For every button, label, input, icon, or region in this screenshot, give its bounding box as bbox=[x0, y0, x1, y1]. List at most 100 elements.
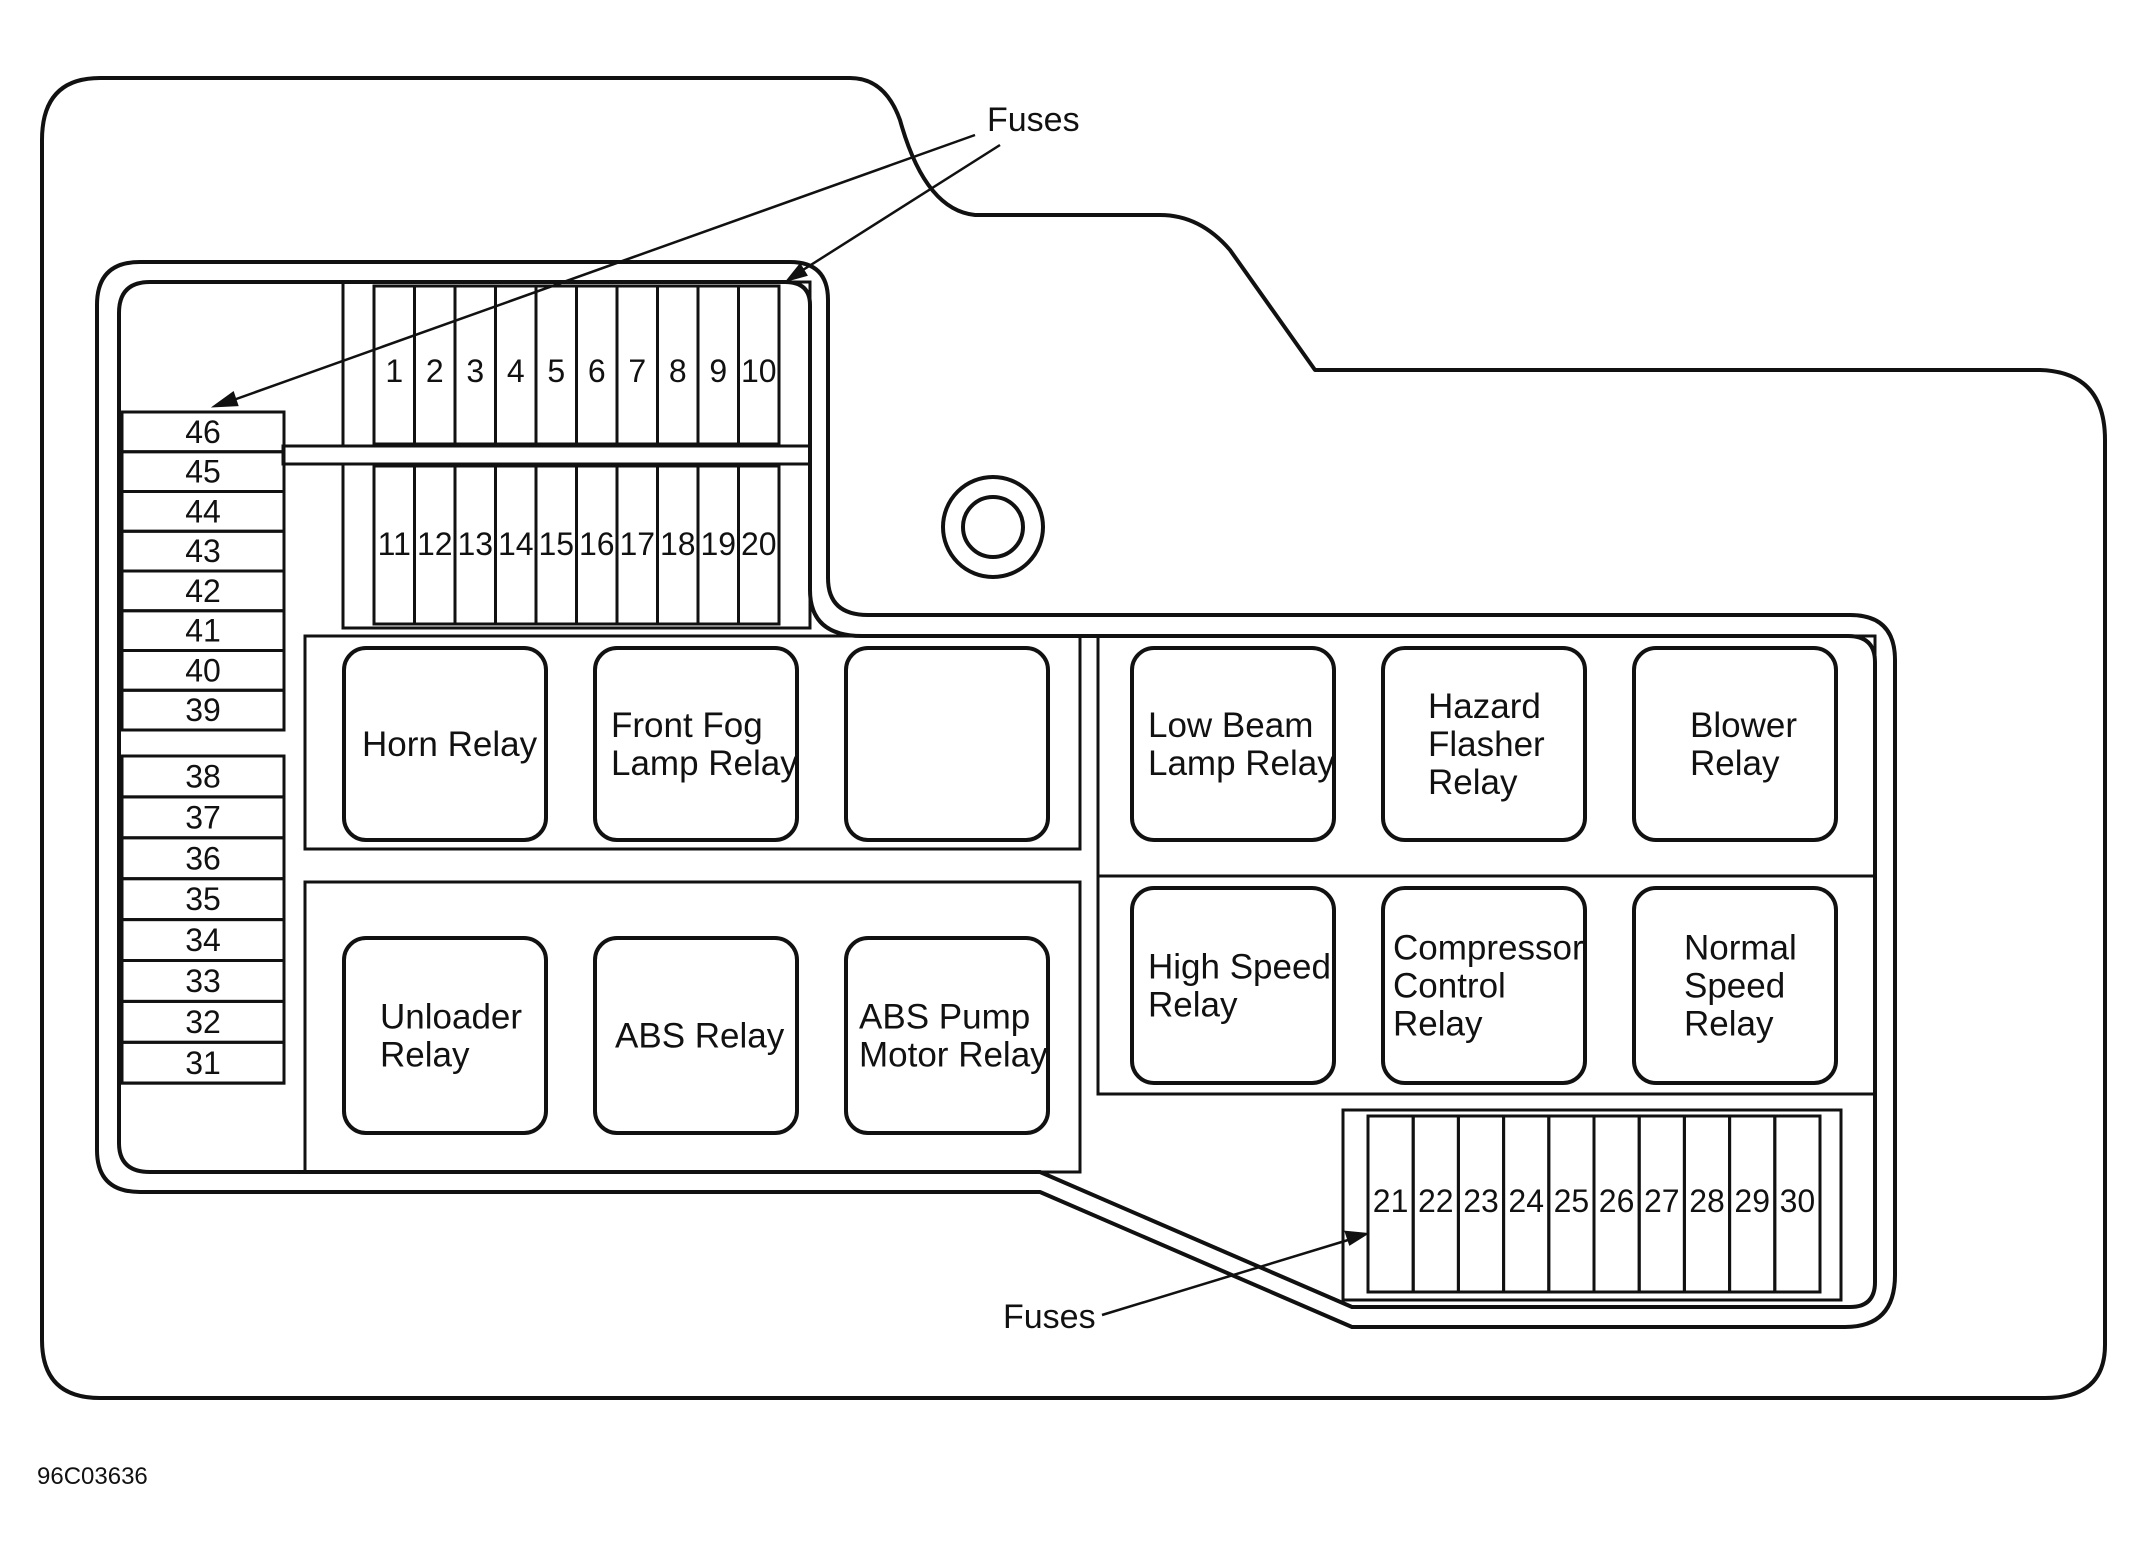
fuse-20: 20 bbox=[737, 464, 781, 626]
relay-label-line: Relay bbox=[1148, 986, 1238, 1025]
fuse-9: 9 bbox=[696, 284, 740, 446]
fuse-label: 10 bbox=[741, 353, 777, 389]
fuse-label: 36 bbox=[185, 840, 221, 876]
fuse-label: 15 bbox=[538, 526, 574, 562]
fuse-15: 15 bbox=[534, 464, 578, 626]
fuse-label: 25 bbox=[1554, 1183, 1590, 1219]
fuse-27: 27 bbox=[1637, 1114, 1686, 1294]
fuse-label: 13 bbox=[457, 526, 493, 562]
fuse-block-divider bbox=[281, 444, 812, 466]
abs-relay: ABS Relay bbox=[593, 936, 799, 1135]
empty-relay-slot bbox=[844, 646, 1050, 842]
fuse-label: 38 bbox=[185, 758, 221, 794]
fuse-22: 22 bbox=[1411, 1114, 1460, 1294]
fuses-label-bottom: Fuses bbox=[1003, 1298, 1096, 1336]
relay-label-line: Front Fog bbox=[611, 706, 763, 745]
relay-label-line: Hazard bbox=[1428, 687, 1541, 726]
fuse-2: 2 bbox=[413, 284, 457, 446]
fuse-label: 23 bbox=[1463, 1183, 1499, 1219]
fuse-label: 30 bbox=[1780, 1183, 1816, 1219]
fuse-label: 34 bbox=[185, 922, 221, 958]
fuse-30: 30 bbox=[1773, 1114, 1822, 1294]
fuse-label: 29 bbox=[1734, 1183, 1770, 1219]
fuse-13: 13 bbox=[453, 464, 497, 626]
fuse-31: 31 bbox=[120, 1040, 286, 1085]
relay-label-line: Relay bbox=[1428, 763, 1518, 802]
fuse-box-housing-outline bbox=[40, 76, 2107, 1400]
fuse-8: 8 bbox=[656, 284, 700, 446]
fuse-46: 46 bbox=[120, 410, 286, 454]
relay-label-line: Blower bbox=[1690, 706, 1797, 745]
relay-label-line: Low Beam bbox=[1148, 706, 1313, 745]
relay-section-bottom-left bbox=[303, 880, 1082, 1174]
relay-label-line: ABS Pump bbox=[859, 998, 1030, 1037]
fuse-4: 4 bbox=[494, 284, 538, 446]
relay-label-line: Unloader bbox=[380, 998, 522, 1037]
horn-relay: Horn Relay bbox=[342, 646, 548, 842]
fuse-label: 20 bbox=[741, 526, 777, 562]
inner-panel-inner-outline bbox=[117, 280, 1877, 1309]
fuse-6: 6 bbox=[575, 284, 619, 446]
fuse-45: 45 bbox=[120, 450, 286, 493]
relay-label-line: Speed bbox=[1684, 967, 1785, 1006]
fuse-44: 44 bbox=[120, 490, 286, 533]
relay-label-line: Relay bbox=[1393, 1005, 1483, 1044]
fuse-label: 18 bbox=[660, 526, 696, 562]
fuse-label: 46 bbox=[185, 414, 221, 450]
fuse-14: 14 bbox=[494, 464, 538, 626]
fuse-label: 35 bbox=[185, 881, 221, 917]
fuse-label: 9 bbox=[709, 353, 727, 389]
fuse-16: 16 bbox=[575, 464, 619, 626]
fuse-38: 38 bbox=[120, 754, 286, 799]
fuse-29: 29 bbox=[1728, 1114, 1777, 1294]
fuse-39: 39 bbox=[120, 688, 286, 732]
relay-label-line: Lamp Relay bbox=[1148, 744, 1335, 783]
relay-label-line: ABS Relay bbox=[615, 1017, 785, 1056]
fuse-label: 32 bbox=[185, 1004, 221, 1040]
fuse-label: 17 bbox=[619, 526, 655, 562]
fuse-34: 34 bbox=[120, 918, 286, 962]
fuse-label: 26 bbox=[1599, 1183, 1635, 1219]
fuse-label: 31 bbox=[185, 1045, 221, 1081]
fuse-label: 2 bbox=[426, 353, 444, 389]
relay-section-top-left bbox=[303, 634, 1082, 851]
relay-label-line: Normal bbox=[1684, 929, 1797, 968]
fuse-18: 18 bbox=[656, 464, 700, 626]
mounting-hole-outer bbox=[941, 475, 1045, 579]
fuse-label: 1 bbox=[385, 353, 403, 389]
relay-section-bottom-right bbox=[1096, 874, 1877, 1096]
fuse-label: 12 bbox=[417, 526, 453, 562]
fuse-block-11-20 bbox=[341, 462, 812, 630]
fuse-10: 10 bbox=[737, 284, 781, 446]
relay-label-line: Relay bbox=[380, 1036, 470, 1075]
fuse-label: 43 bbox=[185, 533, 221, 569]
fuse-12: 12 bbox=[413, 464, 457, 626]
fuse-label: 27 bbox=[1644, 1183, 1680, 1219]
fuse-11: 11 bbox=[372, 464, 416, 626]
fuse-5: 5 bbox=[534, 284, 578, 446]
fuse-label: 45 bbox=[185, 454, 221, 490]
fuse-label: 37 bbox=[185, 799, 221, 835]
fuse-24: 24 bbox=[1502, 1114, 1551, 1294]
fuse-label: 28 bbox=[1689, 1183, 1725, 1219]
relay-label-line: Lamp Relay bbox=[611, 744, 798, 783]
fuse-label: 24 bbox=[1508, 1183, 1544, 1219]
fuse-label: 7 bbox=[628, 353, 646, 389]
relay-label-line: High Speed bbox=[1148, 948, 1331, 987]
relay-label-line: Relay bbox=[1684, 1005, 1774, 1044]
relay-label-line: Compressor bbox=[1393, 929, 1584, 968]
relay-label-line: Motor Relay bbox=[859, 1036, 1048, 1075]
fuse-label: 16 bbox=[579, 526, 615, 562]
fuse-36: 36 bbox=[120, 836, 286, 881]
fuse-35: 35 bbox=[120, 877, 286, 922]
fuse-26: 26 bbox=[1592, 1114, 1641, 1294]
figure-code: 96C03636 bbox=[37, 1463, 148, 1490]
inner-panel-outer-outline bbox=[95, 260, 1897, 1329]
